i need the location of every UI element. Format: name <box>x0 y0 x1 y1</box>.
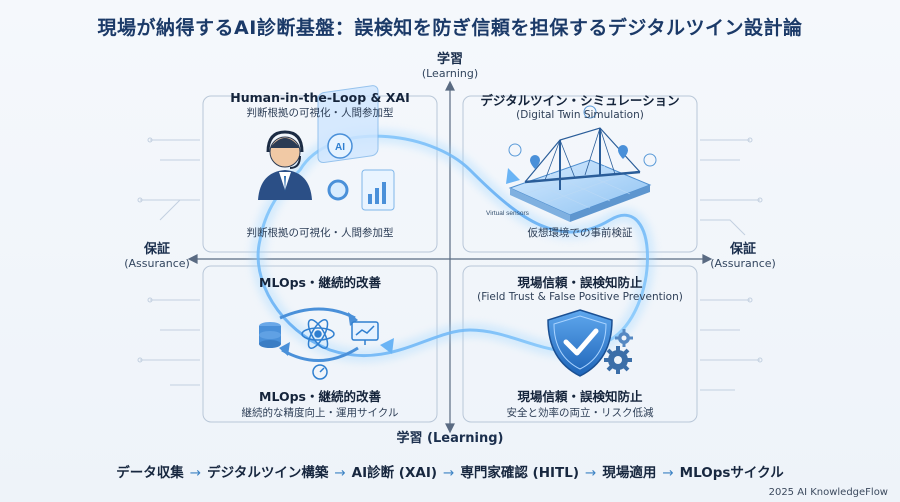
quadrant-bottom-right-header: 現場信頼・誤検知防止 (Field Trust & False Positive… <box>465 272 695 303</box>
gear-icon-large <box>604 346 632 374</box>
footer-credit: 2025 AI KnowledgeFlow <box>768 487 888 498</box>
flow-arrow-icon: → <box>585 465 597 481</box>
flow-step-data-collection: データ収集 <box>116 465 184 481</box>
field-trust-subtitle: (Field Trust & False Positive Prevention… <box>477 291 683 303</box>
checkmark-icon <box>563 328 599 356</box>
quadrant-bottom-left-header: MLOps・継続的改善 <box>205 272 435 291</box>
gear-icon-small <box>615 329 633 347</box>
sensor-bubbles <box>508 105 657 167</box>
virtual-sensors-label: Virtual sensors <box>486 210 530 217</box>
axis-label-top: 学習 (Learning) <box>400 52 500 81</box>
shield-check-illustration <box>547 309 633 377</box>
axis-left-jp: 保証 <box>143 242 170 257</box>
flow-arrow-icon: → <box>189 465 202 481</box>
loop-arrow-2 <box>380 338 394 354</box>
hitl-xai-subtitle: 判断根拠の可視化・人間参加型 <box>246 107 394 119</box>
flow-arrow-icon: → <box>443 465 455 481</box>
axis-left-en: (Assurance) <box>124 256 190 270</box>
digital-twin-caption: 仮想環境での事前検証 <box>527 227 633 239</box>
flow-step-expert-review: 専門家確認 (HITL) <box>460 465 580 481</box>
circuit-decoration <box>137 137 763 391</box>
axis-top-en: (Learning) <box>421 66 479 80</box>
operator-ai-illustration <box>258 85 395 211</box>
flow-step-digital-twin: デジタルツイン構築 <box>207 465 329 481</box>
frame-top-right <box>462 95 698 253</box>
vertical-axis-arrow-bottom <box>445 423 455 434</box>
flow-arrow-icon: → <box>334 465 346 481</box>
axis-top-jp: 学習 <box>436 52 463 67</box>
pie-widget <box>327 179 349 201</box>
quadrant-bottom-left-caption: MLOps・継続的改善 継続的な精度向上・運用サイクル <box>205 386 435 420</box>
axis-right-jp: 保証 <box>729 242 756 257</box>
page-title: 現場が納得するAI診断基盤：誤検知を防ぎ信頼を担保するデジタルツイン設計論 <box>97 17 803 39</box>
mlops-title: MLOps・継続的改善 <box>259 275 381 290</box>
mlops-caption: 継続的な精度向上・運用サイクル <box>241 407 399 419</box>
field-trust-caption: 安全と効率の両立・リスク低減 <box>506 407 654 419</box>
axis-bottom-text: 学習 (Learning) <box>396 431 504 446</box>
mlops-caption-title: MLOps・継続的改善 <box>259 389 381 404</box>
headset-icon <box>266 130 304 153</box>
bridge-structure <box>524 127 641 190</box>
mlops-cycle-illustration <box>259 307 379 380</box>
ai-chip-label: AI <box>335 142 345 153</box>
horizontal-axis-arrow-right <box>702 254 713 264</box>
axis-label-bottom: 学習 (Learning) <box>380 431 520 447</box>
vertical-axis-arrow-top <box>445 80 455 91</box>
bridge-digital-twin-illustration <box>508 105 657 222</box>
quadrant-top-right-caption: 仮想環境での事前検証 <box>465 225 695 240</box>
shield-icon <box>547 309 613 377</box>
axis-label-left: 保証 (Assurance) <box>112 242 202 271</box>
loop-arrow-1 <box>506 168 520 184</box>
flow-step-ai-diagnosis: AI診断 (XAI) <box>351 465 438 481</box>
monitor-icon <box>351 321 379 345</box>
axis-label-right: 保証 (Assurance) <box>698 242 788 271</box>
digital-twin-title: デジタルツイン・シミュレーション <box>480 93 680 108</box>
location-pin-icons <box>530 145 628 169</box>
field-trust-caption-title: 現場信頼・誤検知防止 <box>517 389 643 404</box>
horizontal-axis-arrow-left <box>187 254 198 264</box>
axis-right-en: (Assurance) <box>710 256 776 270</box>
flow-step-field-application: 現場適用 <box>602 465 657 481</box>
flow-step-mlops-cycle: MLOpsサイクル <box>679 465 784 481</box>
database-icon <box>259 322 281 348</box>
gauge-icon <box>312 364 328 380</box>
quadrant-top-left-caption: 判断根拠の可視化・人間参加型 <box>205 225 435 240</box>
quadrant-top-right-header: デジタルツイン・シミュレーション (Digital Twin Simulatio… <box>465 90 695 121</box>
axes <box>187 80 713 434</box>
frame-bottom-right <box>462 265 698 423</box>
digital-twin-subtitle: (Digital Twin Simulation) <box>516 109 644 121</box>
quadrant-top-left-header: Human-in-the-Loop & XAI 判断根拠の可視化・人間参加型 <box>205 90 435 120</box>
process-flow: データ収集 → デジタルツイン構築 → AI診断 (XAI) → 専門家確認 (HITL) →… <box>0 461 900 481</box>
neural-atom-icon <box>301 319 335 349</box>
hitl-xai-caption: 判断根拠の可視化・人間参加型 <box>246 227 394 239</box>
flow-arrow-icon: → <box>662 465 674 481</box>
ai-chip-icon <box>327 133 353 159</box>
quadrant-bottom-right-caption: 現場信頼・誤検知防止 安全と効率の両立・リスク低減 <box>465 386 695 420</box>
hitl-xai-title: Human-in-the-Loop & XAI <box>230 90 410 105</box>
field-trust-title: 現場信頼・誤検知防止 <box>517 275 643 290</box>
